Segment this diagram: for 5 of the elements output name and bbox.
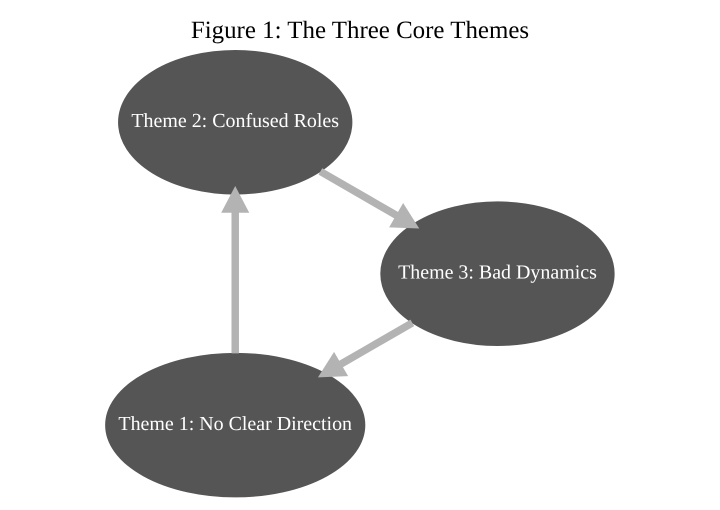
node-ellipse: Theme 2: Confused Roles [118,50,352,195]
arrow [318,320,414,378]
arrow [318,168,420,229]
arrow [221,186,250,354]
diagram-title: Figure 1: The Three Core Themes [190,17,530,44]
